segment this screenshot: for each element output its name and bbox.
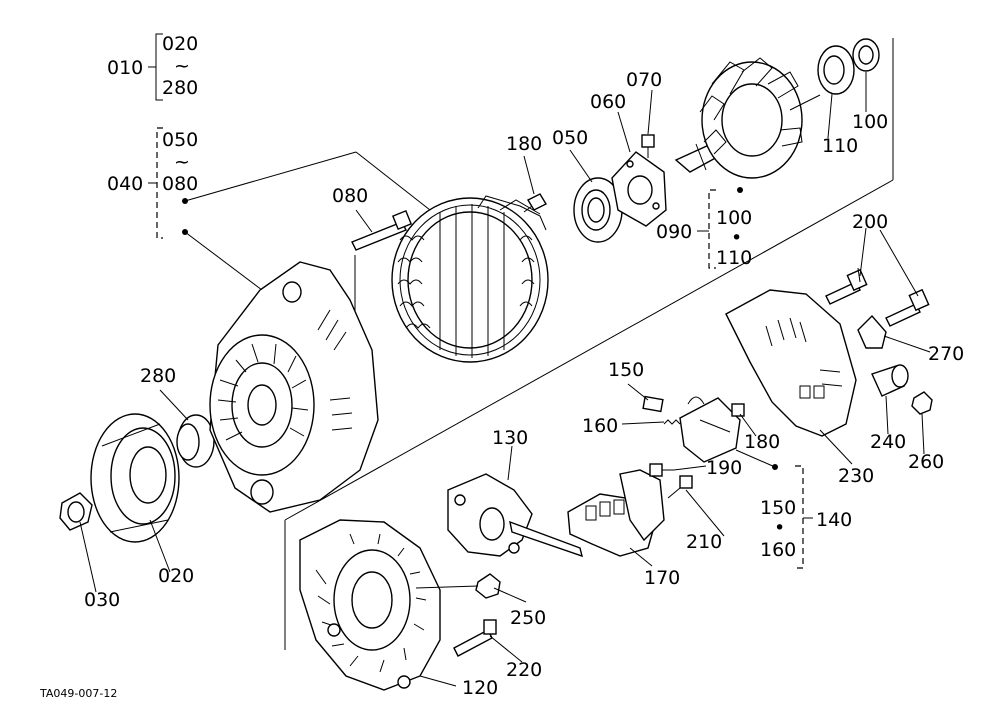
label-010-from: 020	[162, 33, 198, 55]
label-130: 130	[492, 427, 528, 449]
terminal-270	[857, 314, 887, 349]
part-labels: 010 020 ~ 280 040 050 ~ 080 020 030 280 …	[39, 33, 964, 700]
bolt-220	[453, 619, 497, 657]
label-140: 140	[816, 509, 852, 531]
label-170: 170	[644, 567, 680, 589]
assembly-frame-lines	[184, 38, 894, 650]
label-140-from: 150	[760, 497, 796, 519]
stator-assembly	[391, 195, 549, 363]
label-270: 270	[928, 343, 964, 365]
screw-180-upper	[523, 193, 547, 213]
bracket-010	[148, 33, 163, 101]
drive-end-housing	[209, 261, 379, 513]
brush-holder-170	[567, 469, 665, 557]
stud-bolt-080	[351, 209, 413, 251]
bracket-090	[697, 189, 716, 269]
bearing-110	[817, 45, 855, 95]
spring-160	[663, 419, 681, 425]
screw-070	[641, 134, 655, 158]
insulator-240	[871, 364, 909, 397]
label-030: 030	[84, 589, 120, 611]
screw-190	[649, 463, 674, 477]
label-040-to: 080	[162, 173, 198, 195]
label-010: 010	[107, 57, 143, 79]
rotor-assembly	[674, 57, 821, 179]
label-280: 280	[140, 365, 176, 387]
label-260: 260	[908, 451, 944, 473]
label-090: 090	[656, 221, 692, 243]
nut-250	[475, 573, 501, 599]
label-090-dot: •	[731, 227, 742, 249]
rectifier-130	[447, 473, 583, 558]
nut-260	[911, 391, 933, 415]
screw-180-lower	[731, 403, 745, 417]
label-060: 060	[590, 91, 626, 113]
label-090-from: 100	[716, 207, 752, 229]
label-160: 160	[582, 415, 618, 437]
label-220: 220	[506, 659, 542, 681]
label-040-from: 050	[162, 129, 198, 151]
bolt-200-a	[825, 268, 868, 305]
pulley-020	[90, 413, 180, 543]
label-190: 190	[706, 457, 742, 479]
label-150: 150	[608, 359, 644, 381]
label-200: 200	[852, 211, 888, 233]
label-110-top: 110	[822, 135, 858, 157]
label-140-to: 160	[760, 539, 796, 561]
label-040: 040	[107, 173, 143, 195]
retainer-plate-060	[611, 151, 667, 227]
label-230: 230	[838, 465, 874, 487]
bearing-cover-100	[852, 38, 880, 72]
spacer-280	[176, 414, 215, 468]
nut-030	[59, 492, 93, 531]
bracket-040	[148, 127, 163, 239]
drawing-code: TA049-007-12	[39, 687, 117, 700]
label-180-lower: 180	[744, 431, 780, 453]
label-140-dot: •	[774, 517, 785, 539]
label-020: 020	[158, 565, 194, 587]
label-180-upper: 180	[506, 133, 542, 155]
leader-lines	[79, 72, 931, 687]
label-100-top: 100	[852, 111, 888, 133]
label-080: 080	[332, 185, 368, 207]
label-210: 210	[686, 531, 722, 553]
screw-210	[667, 475, 693, 499]
rear-housing-120	[299, 519, 441, 691]
bolt-200-b	[885, 288, 930, 327]
label-070: 070	[626, 69, 662, 91]
bearing-050	[573, 177, 623, 243]
regulator-assembly	[679, 396, 741, 463]
rear-cover-230	[725, 289, 857, 437]
label-240: 240	[870, 431, 906, 453]
label-090-to: 110	[716, 247, 752, 269]
label-050: 050	[552, 127, 588, 149]
label-040-tilde: ~	[174, 151, 190, 173]
brush-150	[642, 395, 664, 413]
label-120: 120	[462, 677, 498, 699]
bracket-140	[795, 465, 813, 569]
label-010-to: 280	[162, 77, 198, 99]
label-250: 250	[510, 607, 546, 629]
label-010-tilde: ~	[174, 55, 190, 77]
